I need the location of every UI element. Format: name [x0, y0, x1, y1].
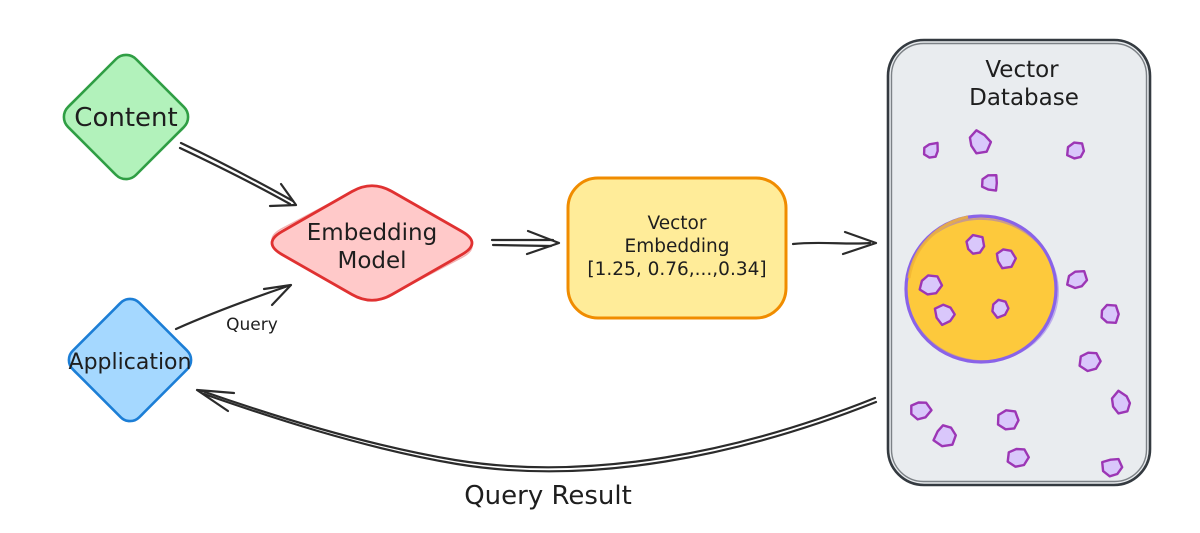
vector-points-layer [910, 129, 1132, 478]
edge-label-query-result: Query Result [464, 481, 632, 511]
arrow-vector-embedding-to-vector-database [791, 230, 878, 256]
vector-point [933, 303, 956, 327]
vector-point [922, 141, 939, 159]
application-label: Application [69, 350, 192, 375]
vector-point [1101, 457, 1124, 478]
vector-database-title-line2: Database [969, 85, 1079, 111]
embedding-model-diamond [270, 184, 474, 302]
vector-point [1006, 447, 1030, 468]
embedding-model-label-line2: Model [337, 248, 406, 274]
vector-database-box-sketch [890, 42, 1148, 483]
vector-embedding-label-line3: [1.25, 0.76,...,0.34] [587, 259, 766, 280]
vector-point [1110, 389, 1132, 415]
arrow-application-to-embedding-model [174, 283, 293, 331]
content-diamond [62, 53, 190, 181]
vector-embedding-label-line2: Embedding [625, 236, 730, 257]
vector-point [980, 174, 998, 192]
vector-embedding-box [566, 176, 788, 320]
node-embedding-model: Embedding Model [270, 184, 474, 302]
vector-database-title-line1: Vector [985, 57, 1059, 83]
arrow-content-to-embedding-model [178, 141, 298, 208]
embedding-model-label-line1: Embedding [307, 220, 437, 246]
vector-point [1066, 141, 1086, 160]
vector-point [996, 409, 1020, 431]
node-content: Content [62, 53, 190, 181]
vector-point [968, 129, 993, 155]
vector-point [995, 248, 1017, 270]
vector-embedding-label-line1: Vector [648, 213, 707, 234]
vector-point [1066, 270, 1089, 290]
edge-label-query: Query [226, 315, 278, 335]
vector-point [1100, 303, 1120, 324]
vector-point [932, 424, 957, 448]
arrow-vector-database-to-application [195, 388, 878, 473]
vector-point [918, 274, 944, 296]
vector-point [910, 401, 933, 421]
arrow-embedding-model-to-vector-embedding [490, 229, 561, 256]
vector-point [991, 298, 1010, 319]
vector-point [965, 233, 986, 255]
vector-point [1078, 351, 1102, 373]
node-vector-embedding: Vector Embedding [1.25, 0.76,...,0.34] [566, 176, 788, 320]
application-diamond [67, 297, 193, 423]
node-application: Application [67, 297, 193, 423]
node-vector-database: Vector Database [886, 38, 1152, 487]
cluster-circle-sketch-arc [907, 215, 969, 279]
content-label: Content [74, 103, 177, 133]
